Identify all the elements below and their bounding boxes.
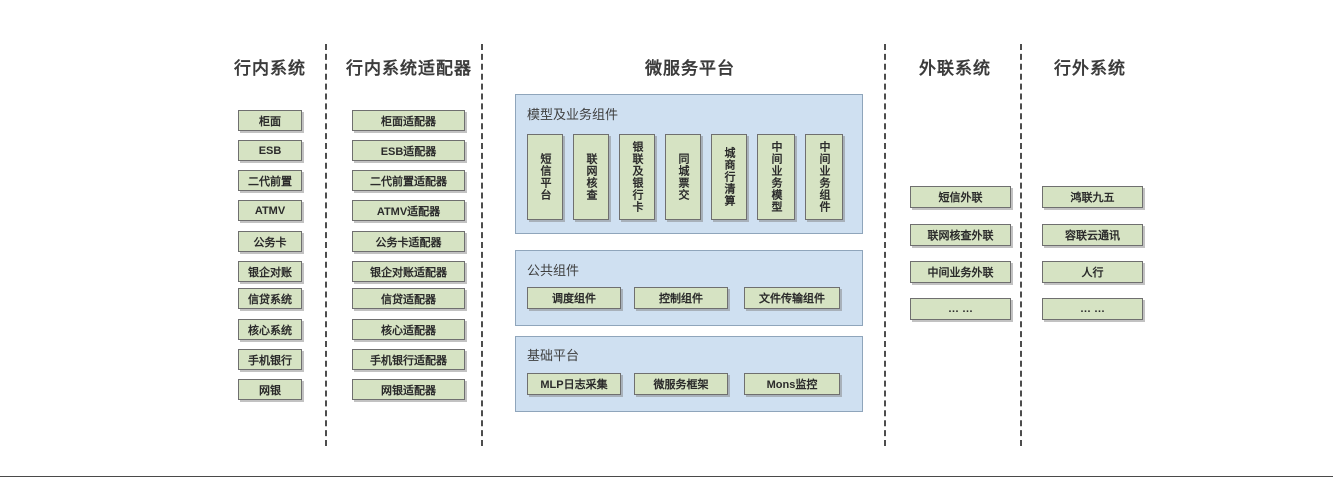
node-base-1[interactable]: MLP日志采集 — [527, 373, 621, 395]
node-outbank-1[interactable]: 鸿联九五 — [1042, 186, 1143, 208]
node-inbank-1[interactable]: 柜面 — [238, 110, 302, 131]
node-inbank-2[interactable]: ESB — [238, 140, 302, 161]
node-model-6[interactable]: 中间业务模型 — [757, 134, 795, 220]
node-model-7[interactable]: 中间业务组件 — [805, 134, 843, 220]
node-inbank-adapter-7[interactable]: 信贷适配器 — [352, 288, 465, 309]
column-divider-3 — [884, 44, 886, 446]
node-outreach-1[interactable]: 短信外联 — [910, 186, 1011, 208]
column-header-outbank: 行外系统 — [1054, 59, 1126, 78]
node-inbank-adapter-10[interactable]: 网银适配器 — [352, 379, 465, 400]
node-model-4[interactable]: 同城票交 — [665, 134, 701, 220]
node-outreach-4[interactable]: … … — [910, 298, 1011, 320]
node-base-2[interactable]: 微服务框架 — [634, 373, 728, 395]
node-inbank-3[interactable]: 二代前置 — [238, 170, 302, 191]
node-model-2[interactable]: 联网核查 — [573, 134, 609, 220]
node-public-1[interactable]: 调度组件 — [527, 287, 621, 309]
column-header-microservice: 微服务平台 — [645, 59, 735, 78]
node-inbank-adapter-3[interactable]: 二代前置适配器 — [352, 170, 465, 191]
panel-title-model-business: 模型及业务组件 — [527, 107, 619, 122]
node-inbank-adapter-9[interactable]: 手机银行适配器 — [352, 349, 465, 370]
node-inbank-9[interactable]: 手机银行 — [238, 349, 302, 370]
node-inbank-7[interactable]: 信贷系统 — [238, 288, 302, 309]
node-base-3[interactable]: Mons监控 — [744, 373, 840, 395]
node-inbank-10[interactable]: 网银 — [238, 379, 302, 400]
node-outreach-3[interactable]: 中间业务外联 — [910, 261, 1011, 283]
node-inbank-4[interactable]: ATMV — [238, 200, 302, 221]
node-model-5[interactable]: 城商行清算 — [711, 134, 747, 220]
node-inbank-adapter-8[interactable]: 核心适配器 — [352, 319, 465, 340]
column-divider-1 — [325, 44, 327, 446]
node-inbank-adapter-6[interactable]: 银企对账适配器 — [352, 261, 465, 282]
node-outreach-2[interactable]: 联网核查外联 — [910, 224, 1011, 246]
bottom-divider — [0, 476, 1333, 477]
node-inbank-6[interactable]: 银企对账 — [238, 261, 302, 282]
node-outbank-3[interactable]: 人行 — [1042, 261, 1143, 283]
node-outbank-2[interactable]: 容联云通讯 — [1042, 224, 1143, 246]
node-inbank-adapter-5[interactable]: 公务卡适配器 — [352, 231, 465, 252]
node-model-1[interactable]: 短信平台 — [527, 134, 563, 220]
node-inbank-8[interactable]: 核心系统 — [238, 319, 302, 340]
node-public-3[interactable]: 文件传输组件 — [744, 287, 840, 309]
node-inbank-adapter-2[interactable]: ESB适配器 — [352, 140, 465, 161]
column-header-inbank-adapter: 行内系统适配器 — [346, 59, 472, 78]
column-divider-2 — [481, 44, 483, 446]
node-inbank-5[interactable]: 公务卡 — [238, 231, 302, 252]
node-outbank-4[interactable]: … … — [1042, 298, 1143, 320]
column-header-outreach: 外联系统 — [919, 59, 991, 78]
node-public-2[interactable]: 控制组件 — [634, 287, 728, 309]
panel-title-public-components: 公共组件 — [527, 263, 580, 278]
column-divider-4 — [1020, 44, 1022, 446]
column-header-inbank: 行内系统 — [234, 59, 306, 78]
node-inbank-adapter-4[interactable]: ATMV适配器 — [352, 200, 465, 221]
panel-title-base-platform: 基础平台 — [527, 348, 580, 363]
node-inbank-adapter-1[interactable]: 柜面适配器 — [352, 110, 465, 131]
node-model-3[interactable]: 银联及银行卡 — [619, 134, 655, 220]
